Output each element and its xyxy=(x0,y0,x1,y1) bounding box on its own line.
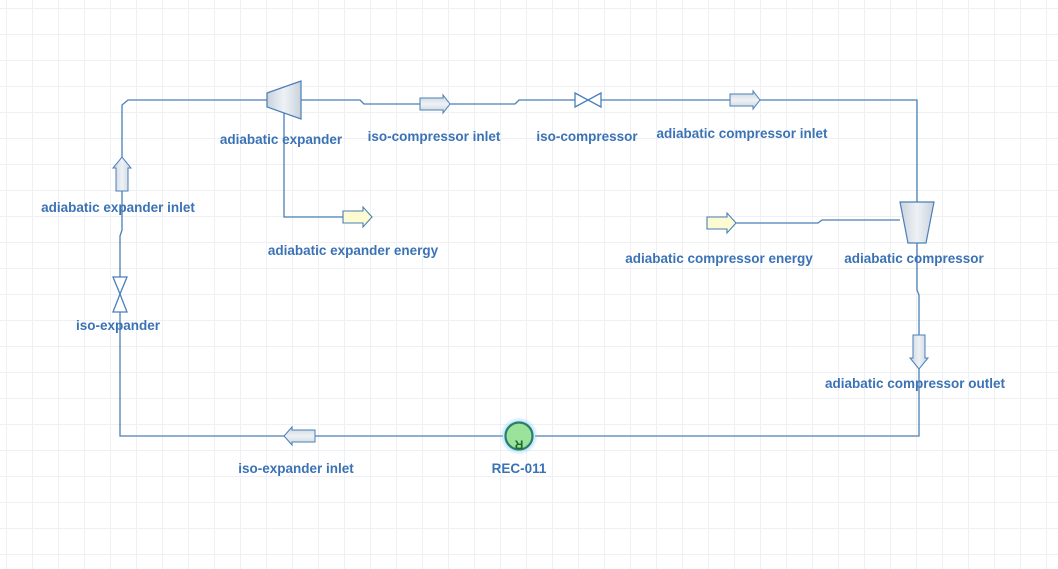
stream-compressor-to-outlet[interactable] xyxy=(535,243,920,437)
adiabatic-compressor-inlet-stream-icon[interactable] xyxy=(729,89,761,111)
iso-compressor-valve-icon[interactable] xyxy=(574,91,602,109)
label-adiabatic-compressor-inlet: adiabatic compressor inlet xyxy=(656,126,828,141)
adiabatic-expander-inlet-stream-icon[interactable] xyxy=(111,156,133,192)
label-adiabatic-compressor: adiabatic compressor xyxy=(844,251,984,266)
iso-expander-valve-icon[interactable] xyxy=(112,276,128,313)
label-adiabatic-expander: adiabatic expander xyxy=(219,132,343,147)
label-iso-expander-inlet: iso-expander inlet xyxy=(238,461,354,476)
label-adiabatic-compressor-energy: adiabatic compressor energy xyxy=(625,251,813,266)
adiabatic-compressor-outlet-stream-icon[interactable] xyxy=(908,334,930,370)
adiabatic-expander-energy-stream-icon[interactable] xyxy=(342,205,373,229)
stream-compressor-energy[interactable] xyxy=(735,219,900,224)
label-iso-compressor-inlet: iso-compressor inlet xyxy=(367,129,501,144)
label-adiabatic-expander-energy: adiabatic expander energy xyxy=(267,243,439,258)
iso-expander-inlet-stream-icon[interactable] xyxy=(283,425,316,447)
iso-compressor-inlet-stream-icon[interactable] xyxy=(419,93,451,115)
stream-expander-energy[interactable] xyxy=(283,112,343,218)
recycle-block-icon[interactable]: R xyxy=(500,417,538,455)
stream-lines xyxy=(119,99,920,437)
recycle-symbol: R xyxy=(514,438,523,452)
stream-recycle-to-iso-expander[interactable] xyxy=(119,312,503,437)
stream-iso-expander-to-adiabatic-expander[interactable] xyxy=(119,99,267,277)
stream-iso-compressor-to-adiabatic-compressor[interactable] xyxy=(601,99,918,202)
label-rec-011: REC-011 xyxy=(491,461,547,476)
label-adiabatic-expander-inlet: adiabatic expander inlet xyxy=(41,200,195,215)
adiabatic-compressor-energy-stream-icon[interactable] xyxy=(706,211,737,235)
adiabatic-compressor-icon[interactable] xyxy=(899,201,935,244)
adiabatic-expander-icon[interactable] xyxy=(266,80,302,120)
label-iso-expander: iso-expander xyxy=(75,318,161,333)
label-adiabatic-compressor-outlet: adiabatic compressor outlet xyxy=(824,376,1006,391)
label-iso-compressor: iso-compressor xyxy=(536,129,638,144)
